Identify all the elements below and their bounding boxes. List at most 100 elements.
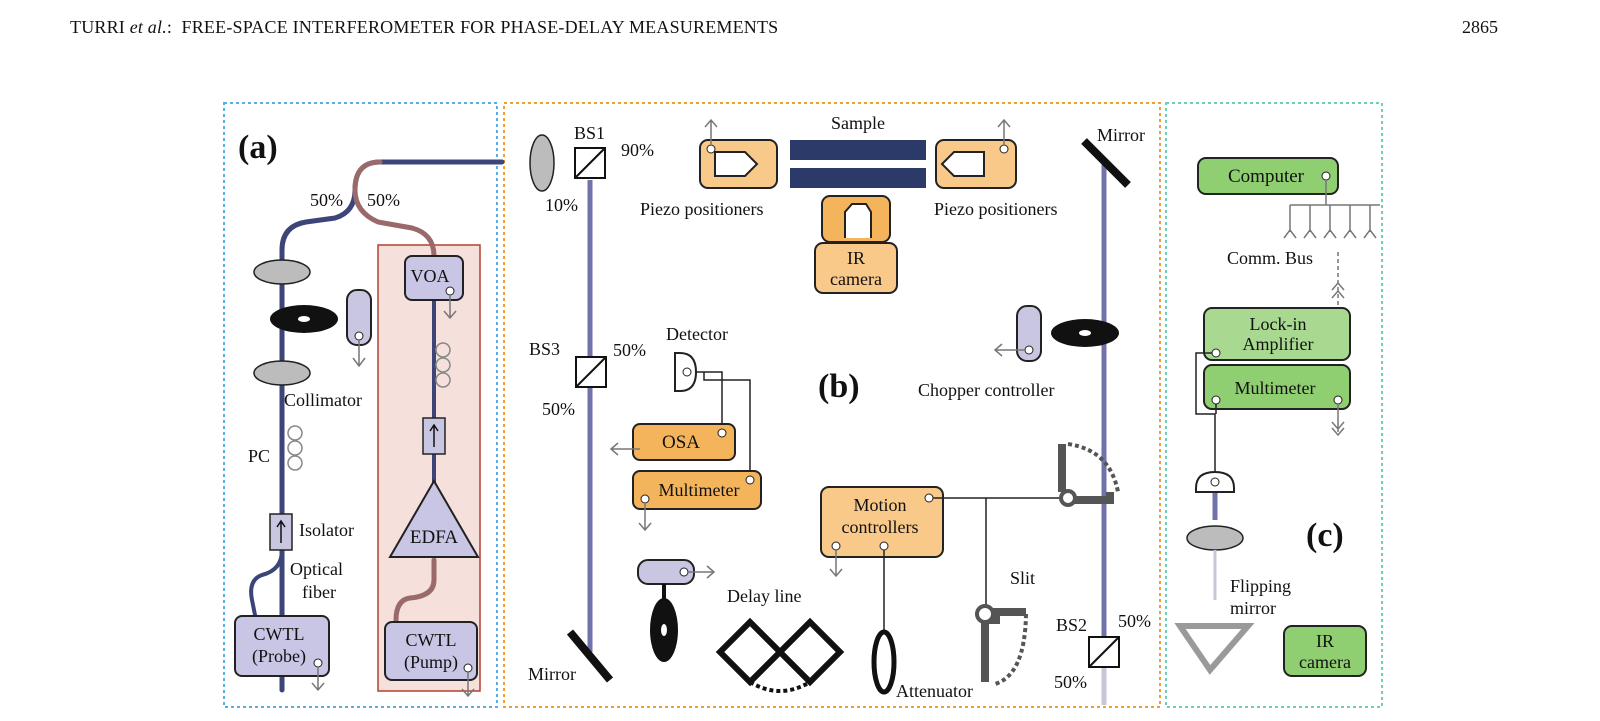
cwtl-probe-box xyxy=(234,615,330,677)
chopper-motor-a-port xyxy=(354,331,364,341)
fiber-split-left: 50% xyxy=(310,190,343,210)
cwtl-probe-output-arrow xyxy=(311,667,325,692)
sample-label: Sample xyxy=(831,113,885,133)
input-lens xyxy=(529,134,555,192)
piezo-left-output-arrow xyxy=(704,118,718,145)
attenuator xyxy=(871,629,897,695)
chopper-a-output-arrow xyxy=(352,340,366,368)
detector-label: Detector xyxy=(666,324,728,344)
pc-coils-probe xyxy=(287,425,303,471)
bs3-diagonal xyxy=(575,356,607,388)
detector-b-port xyxy=(682,367,692,377)
motion-controllers-box xyxy=(820,486,944,558)
optical-fiber-label-1: Optical xyxy=(290,559,343,579)
objective-right xyxy=(940,151,985,177)
pc-label: PC xyxy=(248,446,270,466)
collimator-label: Collimator xyxy=(284,390,362,410)
voa-output-arrow xyxy=(443,295,457,320)
isolator-label: Isolator xyxy=(299,520,354,540)
lockin-label-2: Amplifier xyxy=(1243,334,1314,354)
bs2-split-down: 50% xyxy=(1054,672,1087,692)
fiber-paths xyxy=(249,159,505,693)
attenuator-label: Attenuator xyxy=(896,681,973,701)
motion-output-arrow xyxy=(829,550,843,578)
cwtl-pump-output-arrow xyxy=(461,672,475,698)
cwtl-pump-label-1: CWTL xyxy=(406,630,457,650)
bs3-split-down: 50% xyxy=(542,399,575,419)
piezo-right-output-arrow xyxy=(997,118,1011,145)
delay-line-arc xyxy=(748,680,812,693)
slit-lower xyxy=(981,608,1026,682)
piezo-left-label: Piezo positioners xyxy=(640,199,764,219)
multimeter-b-box xyxy=(632,470,762,510)
comm-bus-label: Comm. Bus xyxy=(1227,248,1313,268)
motion-port-right xyxy=(924,493,934,503)
cwtl-pump-port xyxy=(463,663,473,673)
motion-label-2: controllers xyxy=(842,517,919,537)
ir-camera-b-label-2: camera xyxy=(830,269,882,289)
ir-camera-b-label-1: IR xyxy=(847,248,865,268)
panel-c-border xyxy=(1165,102,1383,708)
chopper-motor-delay-port xyxy=(679,567,689,577)
flipping-label-1: Flipping xyxy=(1230,576,1291,596)
flipping-mirror xyxy=(1174,623,1255,675)
piezo-right-port xyxy=(999,144,1009,154)
chopper-wheel-delay-center xyxy=(661,624,667,636)
page-number: 2865 xyxy=(1462,17,1498,37)
edfa-label: EDFA xyxy=(410,527,458,548)
pc-coils-pump xyxy=(435,342,451,388)
slit-upper-arc xyxy=(1067,442,1120,493)
bs2-split-right: 50% xyxy=(1118,611,1151,631)
panel-a-border xyxy=(223,102,498,708)
slit-lower-pivot xyxy=(975,604,995,624)
cwtl-probe-port xyxy=(313,658,323,668)
motion-label-1: Motion xyxy=(853,495,906,515)
edfa-triangle xyxy=(388,479,480,558)
bs1-split-10: 10% xyxy=(545,195,578,215)
multimeter-b-port-2 xyxy=(640,494,650,504)
chopper-wheel-b-center xyxy=(1079,330,1091,336)
osa-port xyxy=(717,428,727,438)
multimeter-b-port xyxy=(745,475,755,485)
multimeter-b-output-arrow xyxy=(638,503,652,532)
ir-camera-b-lens xyxy=(844,203,872,238)
lockin-box xyxy=(1203,307,1351,361)
multimeter-c-port-2 xyxy=(1333,395,1343,405)
panel-label-b: (b) xyxy=(818,368,860,405)
multimeter-c-box xyxy=(1203,364,1351,410)
multimeter-c-port xyxy=(1211,395,1221,405)
panel-label-c: (c) xyxy=(1306,517,1344,554)
computer-box xyxy=(1197,157,1339,195)
piezo-right-label: Piezo positioners xyxy=(934,199,1058,219)
bs2-label: BS2 xyxy=(1056,615,1087,635)
collimator-lens-top xyxy=(253,259,311,285)
fiber-split-right: 50% xyxy=(367,190,400,210)
cwtl-probe-label-2: (Probe) xyxy=(252,646,306,667)
multimeter-c-output-arrow xyxy=(1331,404,1345,437)
motion-port-left xyxy=(831,541,841,551)
chopper-motor-b xyxy=(1016,305,1042,362)
lockin-port xyxy=(1211,348,1221,358)
mirror-top xyxy=(1081,138,1131,188)
detector-c-port xyxy=(1210,477,1220,487)
header-title: FREE-SPACE INTERFEROMETER FOR PHASE-DELA… xyxy=(181,17,779,37)
bs1-label: BS1 xyxy=(574,123,605,143)
bs3-label: BS3 xyxy=(529,339,560,359)
bs3-split-right: 50% xyxy=(613,340,646,360)
chopper-controller-label: Chopper controller xyxy=(918,380,1054,400)
collimator-lens-bottom xyxy=(253,360,311,386)
flipping-label-2: mirror xyxy=(1230,598,1276,618)
osa-box xyxy=(632,423,736,461)
piezo-left-port xyxy=(706,144,716,154)
panel-c-wires xyxy=(1195,352,1217,475)
voa-label: VOA xyxy=(411,266,450,286)
slit-lower-arc xyxy=(994,613,1028,686)
delay-line-prism xyxy=(715,617,845,687)
running-header: TURRI et al.: FREE-SPACE INTERFEROMETER … xyxy=(70,17,779,37)
ir-camera-b-body xyxy=(814,242,898,294)
osa-output-arrow xyxy=(609,442,640,456)
panel-label-a: (a) xyxy=(238,129,278,166)
isolator-pump-arrow xyxy=(429,423,439,447)
comm-bus-tree xyxy=(1283,180,1380,239)
